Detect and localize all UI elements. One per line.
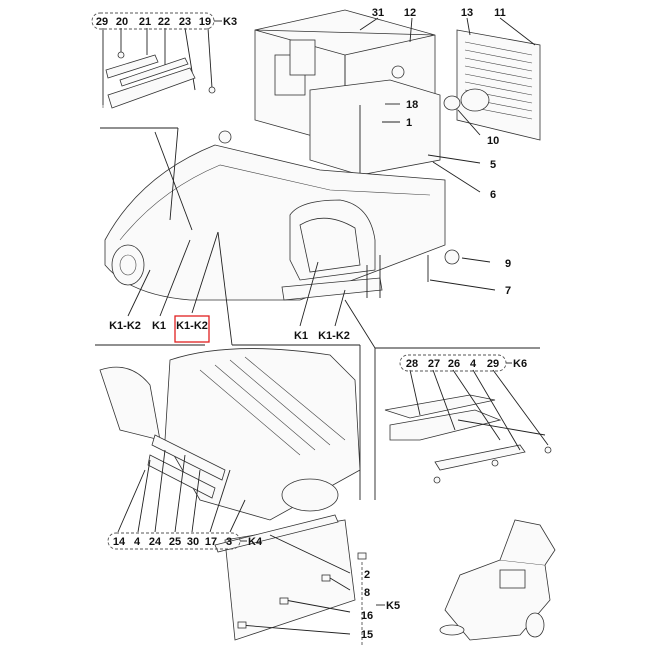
- detail-zoom-lines: [95, 231, 540, 500]
- k4-callout-row: 14 4 24 25 30 17 3 K4: [107, 532, 263, 550]
- right-leader-lines: [382, 103, 496, 291]
- callout-22: 22: [158, 16, 170, 28]
- callout-23: 23: [179, 16, 191, 28]
- tag-k3: K3: [223, 16, 237, 28]
- callout-28: 28: [406, 358, 418, 370]
- k3-parts-drawing: [102, 27, 216, 109]
- callout-31: 31: [372, 7, 384, 19]
- callout-19: 19: [199, 16, 211, 28]
- k6-parts-drawing: [384, 369, 552, 484]
- left-leader-lines: [127, 231, 346, 327]
- callout-14: 14: [113, 536, 126, 548]
- callout-k1-k2-highlighted: K1-K2: [176, 320, 208, 332]
- tag-k4: K4: [248, 536, 263, 548]
- callout-k1-k2-left: K1-K2: [109, 320, 141, 332]
- callout-7: 7: [505, 285, 511, 297]
- callout-k1-left: K1: [152, 320, 166, 332]
- callout-25: 25: [169, 536, 181, 548]
- top-callouts: 31 12 13 11: [372, 7, 506, 19]
- callout-20: 20: [116, 16, 128, 28]
- callout-13: 13: [461, 7, 473, 19]
- chassis-drawing: [100, 127, 446, 301]
- callout-2: 2: [364, 569, 370, 581]
- callout-6: 6: [490, 189, 496, 201]
- callout-29-k6: 29: [487, 358, 499, 370]
- k5-callout-column: 2 8 16 15 K5: [361, 569, 400, 641]
- grille-drawing: [443, 17, 541, 141]
- k6-callout-row: 28 27 26 4 29 K6: [399, 354, 527, 372]
- callout-29: 29: [96, 16, 108, 28]
- callout-26: 26: [448, 358, 460, 370]
- k4-parts-drawing: [99, 348, 361, 533]
- callout-12: 12: [404, 7, 416, 19]
- callout-8: 8: [364, 587, 370, 599]
- callout-27: 27: [428, 358, 440, 370]
- callout-k1-k2-mid: K1-K2: [318, 330, 350, 342]
- callout-18: 18: [406, 99, 418, 111]
- left-under-callouts: K1-K2 K1 K1-K2: [109, 315, 210, 343]
- callout-3: 3: [226, 536, 232, 548]
- callout-4-k4: 4: [134, 536, 141, 548]
- tag-k5: K5: [386, 600, 400, 612]
- k3-callout-row: 29 20 21 22 23 19 K3: [91, 12, 237, 30]
- callout-21: 21: [139, 16, 151, 28]
- right-callouts: 18 1 10 5 6 9 7: [406, 99, 511, 297]
- callout-1: 1: [406, 117, 412, 129]
- callout-30: 30: [187, 536, 199, 548]
- callout-4-k6: 4: [470, 358, 477, 370]
- callout-5: 5: [490, 159, 496, 171]
- callout-9: 9: [505, 258, 511, 270]
- k5-parts-drawing: [214, 514, 367, 645]
- callout-k1-mid: K1: [294, 330, 308, 342]
- callout-15: 15: [361, 629, 373, 641]
- callout-17: 17: [205, 536, 217, 548]
- highlight-box: [174, 315, 210, 343]
- callout-24: 24: [149, 536, 162, 548]
- mid-under-callouts: K1 K1-K2: [294, 330, 350, 342]
- frame-housing-drawing: [254, 9, 441, 176]
- callout-16: 16: [361, 610, 373, 622]
- callout-11: 11: [494, 7, 506, 19]
- callout-10: 10: [487, 135, 499, 147]
- tag-k6: K6: [513, 358, 527, 370]
- machine-thumbnail: [439, 519, 556, 641]
